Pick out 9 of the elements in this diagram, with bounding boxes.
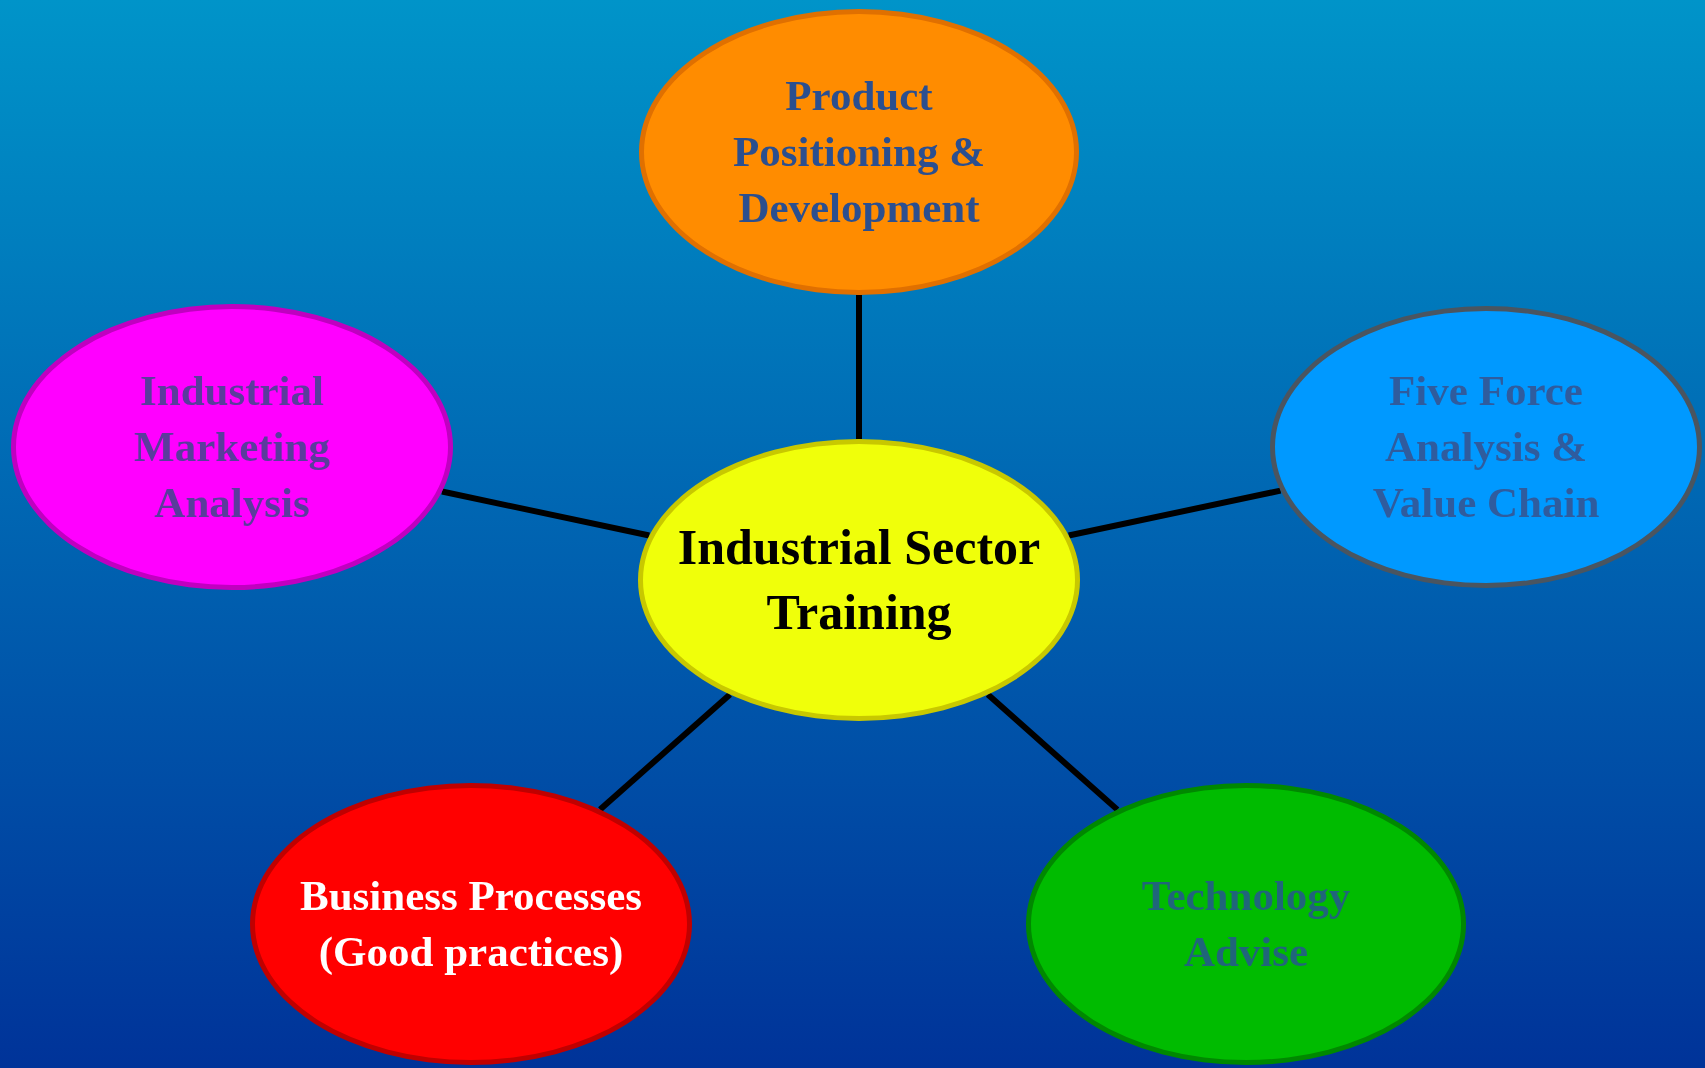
node-label: Five Force Analysis & Value Chain bbox=[1371, 366, 1601, 528]
connector-line bbox=[856, 295, 862, 439]
node-label: Technology Advise bbox=[1140, 871, 1352, 977]
connector-line bbox=[985, 692, 1120, 812]
node-label: Industrial Sector Training bbox=[676, 518, 1042, 642]
node-label: Product Positioning & Development bbox=[731, 71, 987, 233]
node-label: Industrial Marketing Analysis bbox=[133, 366, 331, 528]
connector-line bbox=[598, 692, 732, 812]
node-label: Business Processes (Good practices) bbox=[299, 871, 643, 977]
